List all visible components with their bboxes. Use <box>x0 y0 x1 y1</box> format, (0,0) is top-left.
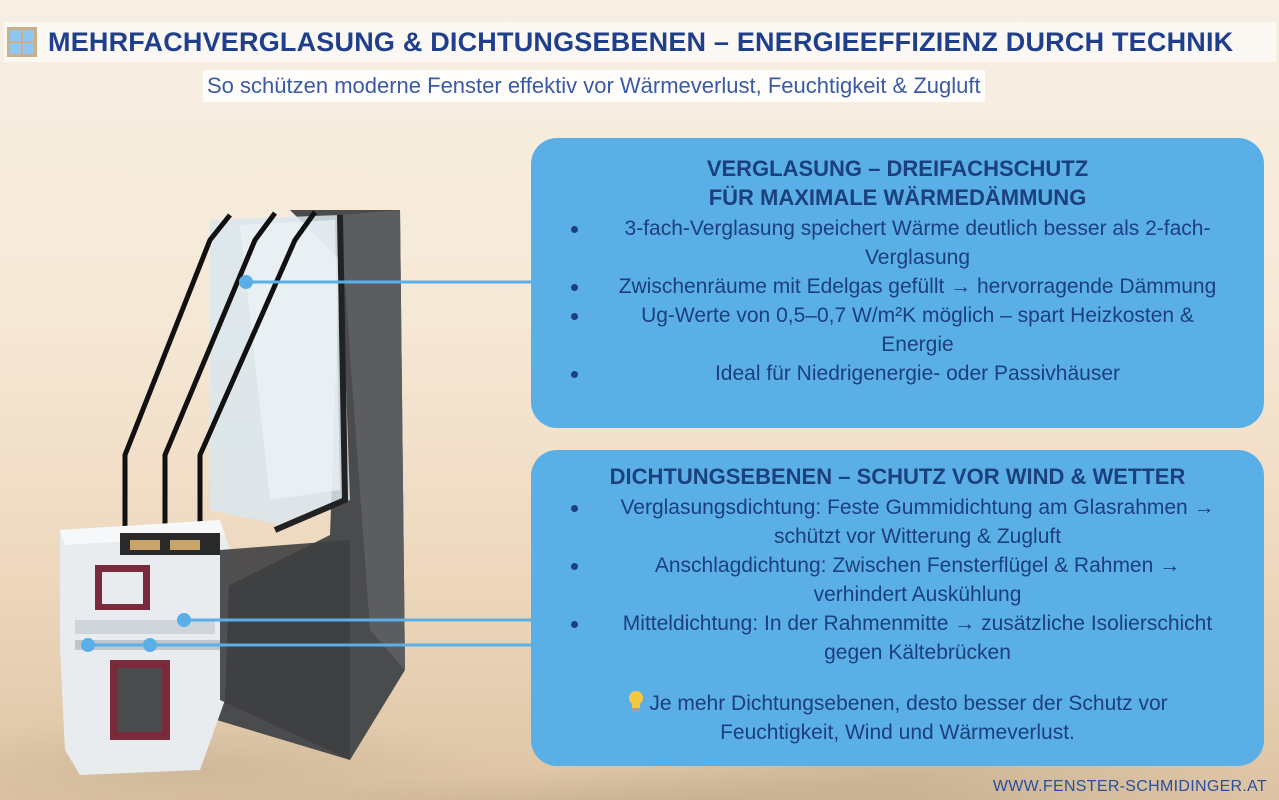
window-profile-illustration <box>60 210 405 775</box>
dichtung-heading: DICHTUNGSEBENEN – SCHUTZ VOR WIND & WETT… <box>609 464 1186 489</box>
list-item: Ug-Werte von 0,5–0,7 W/m²K möglich – spa… <box>531 301 1264 359</box>
list-item: 3-fach-Verglasung speichert Wärme deutli… <box>531 214 1264 272</box>
lightbulb-icon <box>629 691 644 712</box>
list-item: Ideal für Niedrigenergie- oder Passivhäu… <box>531 359 1264 388</box>
page-title: MEHRFACHVERGLASUNG & DICHTUNGSEBENEN – E… <box>48 26 1234 57</box>
bullet-icon <box>571 563 578 570</box>
dichtung-box: DICHTUNGSEBENEN – SCHUTZ VOR WIND & WETT… <box>531 450 1264 766</box>
bullet-icon <box>571 226 578 233</box>
list-item: Zwischenräume mit Edelgas gefüllt → herv… <box>531 272 1264 301</box>
title-bar: MEHRFACHVERGLASUNG & DICHTUNGSEBENEN – E… <box>4 22 1276 62</box>
website-url[interactable]: WWW.FENSTER-SCHMIDINGER.AT <box>992 778 1267 795</box>
verglasung-heading-1: VERGLASUNG – DREIFACHSCHUTZ <box>706 156 1089 181</box>
verglasung-box: VERGLASUNG – DREIFACHSCHUTZ FÜR MAXIMALE… <box>531 138 1264 428</box>
bullet-icon <box>571 371 578 378</box>
window-icon <box>7 27 37 57</box>
page-subtitle: So schützen moderne Fenster effektiv vor… <box>203 70 985 102</box>
bullet-icon <box>571 505 578 512</box>
bullet-icon <box>571 284 578 291</box>
list-item: Mitteldichtung: In der Rahmenmitte → zus… <box>531 609 1264 667</box>
dichtung-list: Verglasungsdichtung: Feste Gummidichtung… <box>531 493 1264 667</box>
verglasung-list: 3-fach-Verglasung speichert Wärme deutli… <box>531 214 1264 388</box>
list-item: Verglasungsdichtung: Feste Gummidichtung… <box>531 493 1264 551</box>
list-item: Anschlagdichtung: Zwischen Fensterflügel… <box>531 551 1264 609</box>
bullet-icon <box>571 313 578 320</box>
tip-text: Je mehr Dichtungsebenen, desto besser de… <box>531 689 1264 747</box>
bullet-icon <box>571 621 578 628</box>
verglasung-heading-2: FÜR MAXIMALE WÄRMEDÄMMUNG <box>708 185 1087 210</box>
